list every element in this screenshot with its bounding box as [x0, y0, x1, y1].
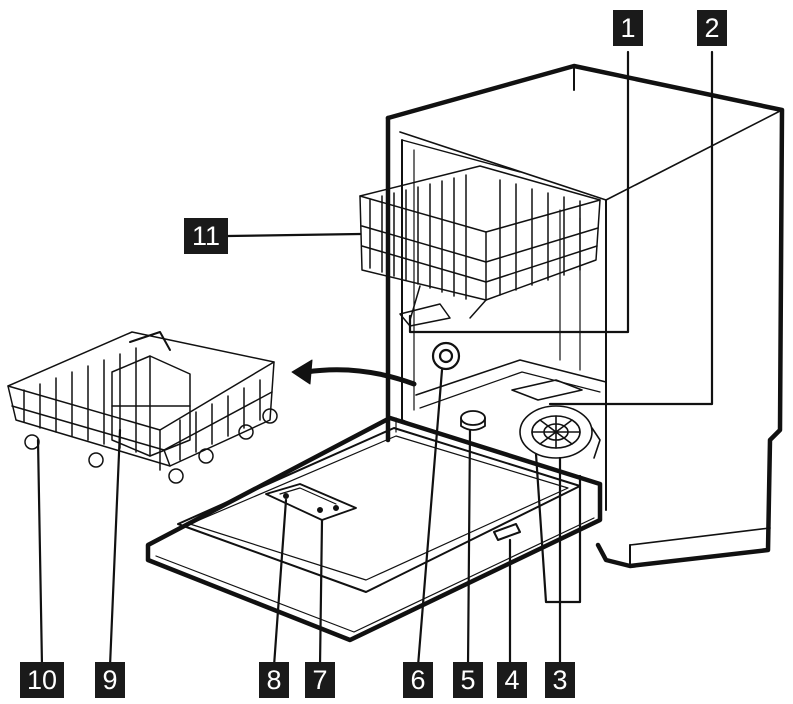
callout-11: 11 — [184, 218, 228, 254]
dishwasher-cabinet — [385, 63, 785, 569]
callout-4: 4 — [497, 662, 527, 698]
callout-3: 3 — [545, 662, 575, 698]
spray-arm-and-filter — [511, 379, 601, 459]
callout-1: 1 — [613, 10, 643, 46]
callout-8: 8 — [259, 662, 289, 698]
callout-7: 7 — [305, 662, 335, 698]
removal-arrowhead — [291, 359, 313, 385]
salt-reservoir-cap — [460, 410, 486, 431]
upper-spray-nozzle — [431, 341, 461, 371]
removal-arrow — [303, 367, 417, 387]
callout-5: 5 — [453, 662, 483, 698]
upper-basket — [359, 165, 601, 327]
callout-6: 6 — [403, 662, 433, 698]
lower-basket — [7, 331, 278, 484]
callout-9: 9 — [95, 662, 125, 698]
callout-10: 10 — [20, 662, 64, 698]
leader-lines — [36, 50, 714, 668]
callout-2: 2 — [697, 10, 727, 46]
